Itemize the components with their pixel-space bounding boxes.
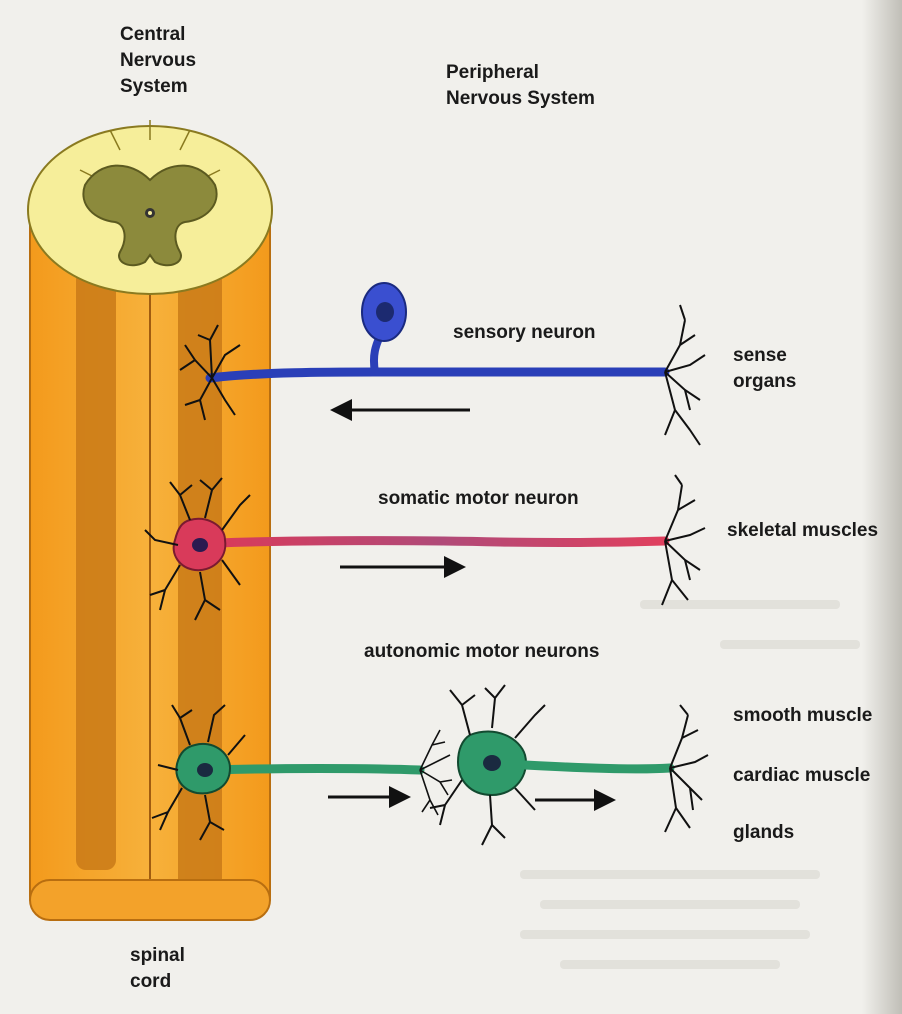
pns-title-line-2: Nervous System (446, 86, 595, 112)
cord-dark-band-left (76, 270, 116, 870)
sense-organs-line-2: organs (733, 369, 796, 395)
smooth-muscle-label: smooth muscle (733, 703, 872, 729)
arrow-right-icon (340, 556, 466, 578)
arrow-right-icon (328, 786, 411, 808)
cns-title-line-3: System (120, 74, 196, 100)
skeletal-muscles-label: skeletal muscles (727, 518, 878, 544)
spinal-cord-label: spinal cord (130, 943, 185, 995)
sense-organs-line-1: sense (733, 343, 796, 369)
skeletal-muscle-endings (662, 475, 705, 605)
arrow-right-icon (535, 789, 616, 811)
glands-label: glands (733, 820, 794, 846)
sensory-receptor-endings (665, 305, 705, 445)
pns-title-line-1: Peripheral (446, 60, 595, 86)
sensory-neuron-label: sensory neuron (453, 320, 596, 346)
cns-title-line-1: Central (120, 22, 196, 48)
cord-dark-band-right (178, 270, 222, 890)
cns-title-line-2: Nervous (120, 48, 196, 74)
pns-title: Peripheral Nervous System (446, 60, 595, 112)
arrow-left-icon (330, 399, 470, 421)
autonomic-motor-neurons-label: autonomic motor neurons (364, 639, 599, 665)
spinal-cord-line-2: cord (130, 969, 185, 995)
autonomic-effector-endings (665, 705, 708, 832)
cns-title: Central Nervous System (120, 22, 196, 100)
sense-organs-label: sense organs (733, 343, 796, 395)
somatic-motor-neuron-label: somatic motor neuron (378, 486, 579, 512)
spinal-cord-line-1: spinal (130, 943, 185, 969)
spinal-cord (28, 120, 272, 920)
cardiac-muscle-label: cardiac muscle (733, 763, 870, 789)
